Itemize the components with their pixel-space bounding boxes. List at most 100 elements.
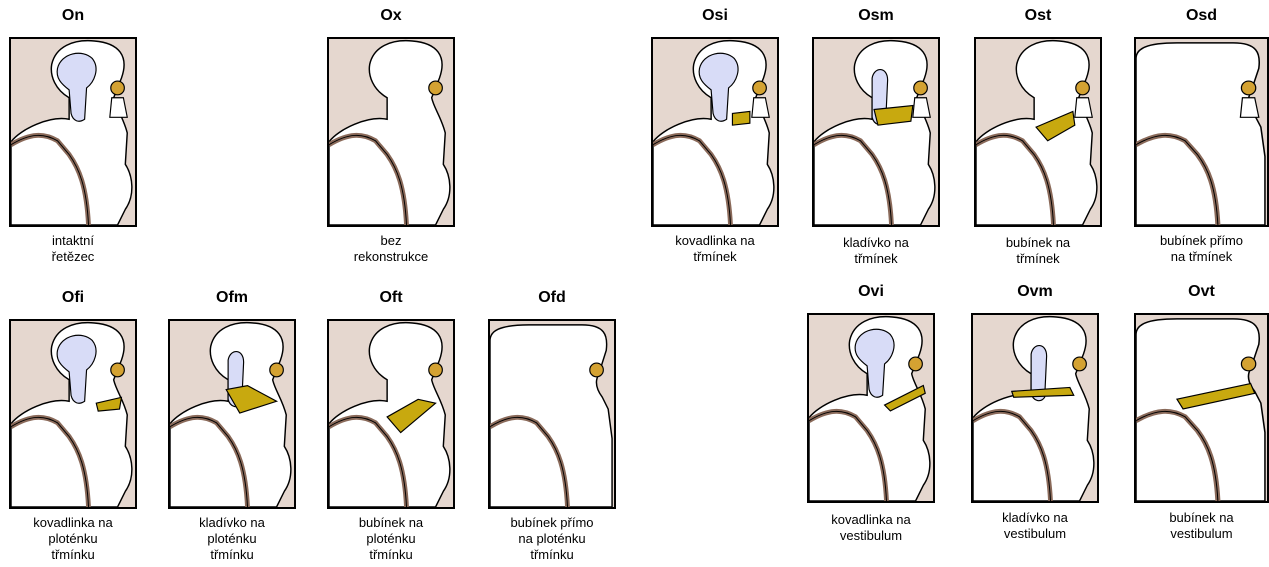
tympanic-cavity	[1136, 319, 1265, 501]
stapes-head	[1241, 357, 1255, 371]
panel-title: Ox	[327, 7, 455, 25]
caption-line: na ploténku	[468, 531, 636, 547]
stapes-head	[1073, 357, 1087, 371]
stapes	[913, 98, 930, 118]
stapes-head	[590, 363, 604, 377]
tympanic-cavity	[973, 317, 1094, 501]
panel-title: Ofd	[488, 289, 616, 307]
caption-line: rekonstrukce	[307, 249, 475, 265]
stapes	[1240, 98, 1258, 118]
caption-line: bubínek přímo	[468, 515, 636, 531]
caption-line: bubínek na	[954, 235, 1122, 251]
panel-title: Osi	[651, 7, 779, 25]
anatomy-card	[807, 313, 935, 503]
caption-line: řetězec	[0, 249, 157, 265]
stapes-head	[914, 81, 928, 95]
stapes-head	[909, 357, 923, 371]
caption-line: třmínku	[148, 547, 316, 563]
panel-title: Osm	[812, 7, 940, 25]
stapes-head	[753, 81, 767, 95]
stapes	[752, 98, 769, 118]
anatomy-card	[971, 313, 1099, 503]
caption-line: bubínek přímo	[1114, 233, 1269, 249]
anatomy-card	[1134, 313, 1269, 503]
stapes-head	[1241, 81, 1255, 95]
prosthesis	[732, 111, 749, 125]
caption-line: třmínku	[468, 547, 636, 563]
panel-osd: Osdbubínek přímona třmínek	[1134, 37, 1269, 283]
panel-oft: Oftbubínek naploténkutřmínku	[327, 319, 455, 565]
prosthesis	[1012, 387, 1074, 397]
stapes-head	[1076, 81, 1090, 95]
caption-line: třmínek	[954, 251, 1122, 267]
panel-title: Ovm	[971, 283, 1099, 301]
tympanic-cavity	[490, 325, 612, 507]
panel-caption: kladívko natřmínek	[792, 235, 960, 267]
caption-line: ploténku	[307, 531, 475, 547]
anatomy-card	[168, 319, 296, 509]
panel-title: Ovi	[807, 283, 935, 301]
anatomy-card	[812, 37, 940, 227]
osi-illustration	[653, 39, 777, 225]
anatomy-card	[327, 37, 455, 227]
caption-line: intaktní	[0, 233, 157, 249]
ofm-illustration	[170, 321, 294, 507]
tympanic-cavity	[329, 41, 450, 225]
panel-title: Ofm	[168, 289, 296, 307]
tympanic-cavity	[814, 41, 935, 225]
panel-on: Onintaktnířetězec	[9, 37, 137, 283]
stapes-head	[429, 81, 443, 95]
caption-line: na třmínek	[1114, 249, 1269, 265]
tympanic-cavity	[1136, 43, 1265, 225]
caption-line: třmínku	[307, 547, 475, 563]
caption-line: třmínku	[0, 547, 157, 563]
caption-line: vestibulum	[951, 526, 1119, 542]
tympanic-cavity	[170, 323, 291, 507]
caption-line: kovadlinka na	[787, 512, 955, 528]
stapes	[110, 98, 127, 118]
panel-caption: bubínek natřmínek	[954, 235, 1122, 267]
ofd-illustration	[490, 321, 614, 507]
stapes-head	[111, 81, 125, 95]
stapes-head	[111, 363, 125, 377]
caption-line: kovadlinka na	[0, 515, 157, 531]
caption-line: kladívko na	[951, 510, 1119, 526]
osd-illustration	[1136, 39, 1267, 225]
caption-line: kladívko na	[792, 235, 960, 251]
ox-illustration	[329, 39, 453, 225]
anatomy-card	[9, 319, 137, 509]
panel-title: Oft	[327, 289, 455, 307]
caption-line: kovadlinka na	[631, 233, 799, 249]
caption-line: ploténku	[148, 531, 316, 547]
panel-title: On	[9, 7, 137, 25]
anatomy-card	[9, 37, 137, 227]
anatomy-card	[974, 37, 1102, 227]
stapes	[1075, 98, 1092, 118]
caption-line: třmínek	[792, 251, 960, 267]
tympanic-cavity	[976, 41, 1097, 225]
on-illustration	[11, 39, 135, 225]
caption-line: vestibulum	[787, 528, 955, 544]
ovi-illustration	[809, 315, 933, 501]
anatomy-card	[1134, 37, 1269, 227]
ost-illustration	[976, 39, 1100, 225]
caption-line: kladívko na	[148, 515, 316, 531]
prosthesis	[874, 106, 913, 126]
caption-line: bez	[307, 233, 475, 249]
osm-illustration	[814, 39, 938, 225]
tympanic-cavity	[329, 323, 450, 507]
